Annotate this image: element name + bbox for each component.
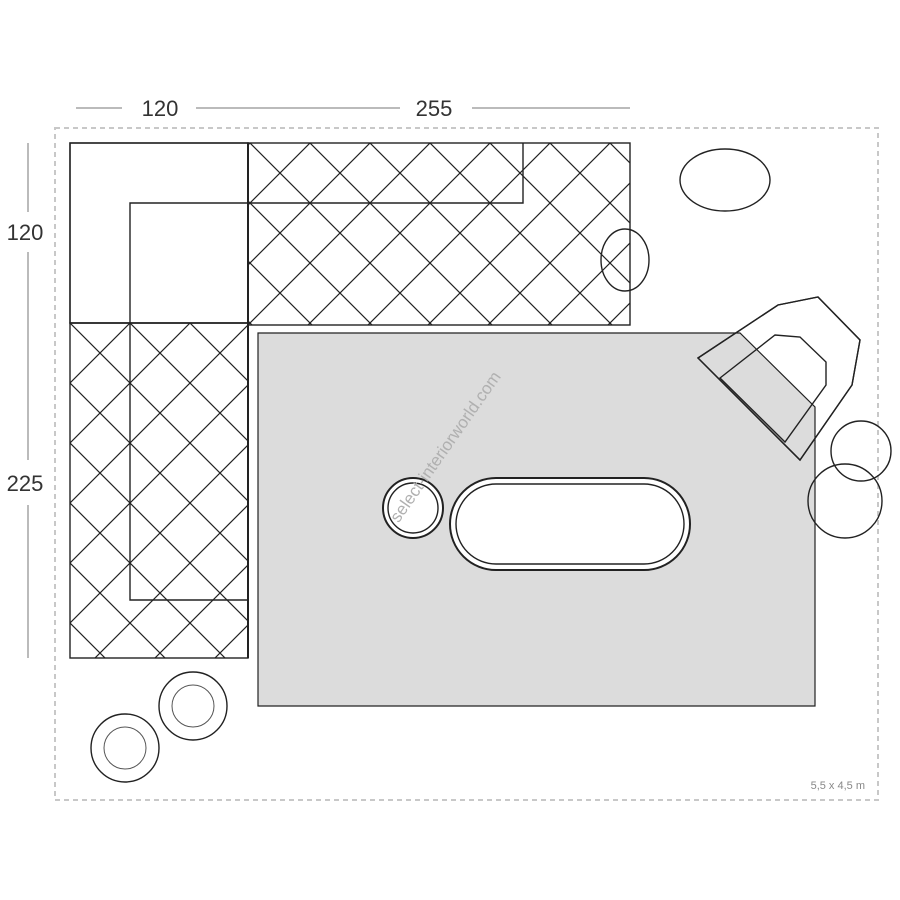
ottoman-small xyxy=(600,228,650,292)
stool-seat xyxy=(103,726,147,770)
dim-top-right: 255 xyxy=(416,96,453,121)
side-table xyxy=(382,477,444,539)
side-table-top xyxy=(387,482,439,534)
sofa-top-module xyxy=(248,143,630,325)
stool xyxy=(158,671,228,741)
room-size-label: 5,5 x 4,5 m xyxy=(811,780,865,792)
armchair xyxy=(696,296,861,462)
stool-seat xyxy=(171,684,215,728)
dim-top-left: 120 xyxy=(142,96,179,121)
coffee-table xyxy=(449,477,691,571)
ottoman-oval xyxy=(679,148,771,212)
sofa-left-module xyxy=(70,323,248,658)
sofa-corner-module xyxy=(69,142,249,324)
sofa xyxy=(69,142,631,659)
side-stool xyxy=(830,420,892,482)
dim-left-top: 120 xyxy=(7,220,44,245)
dim-left-bottom: 225 xyxy=(7,471,44,496)
coffee-table-top xyxy=(455,483,685,565)
side-stool xyxy=(807,463,883,539)
dimension-lines xyxy=(27,107,630,658)
stool xyxy=(90,713,160,783)
